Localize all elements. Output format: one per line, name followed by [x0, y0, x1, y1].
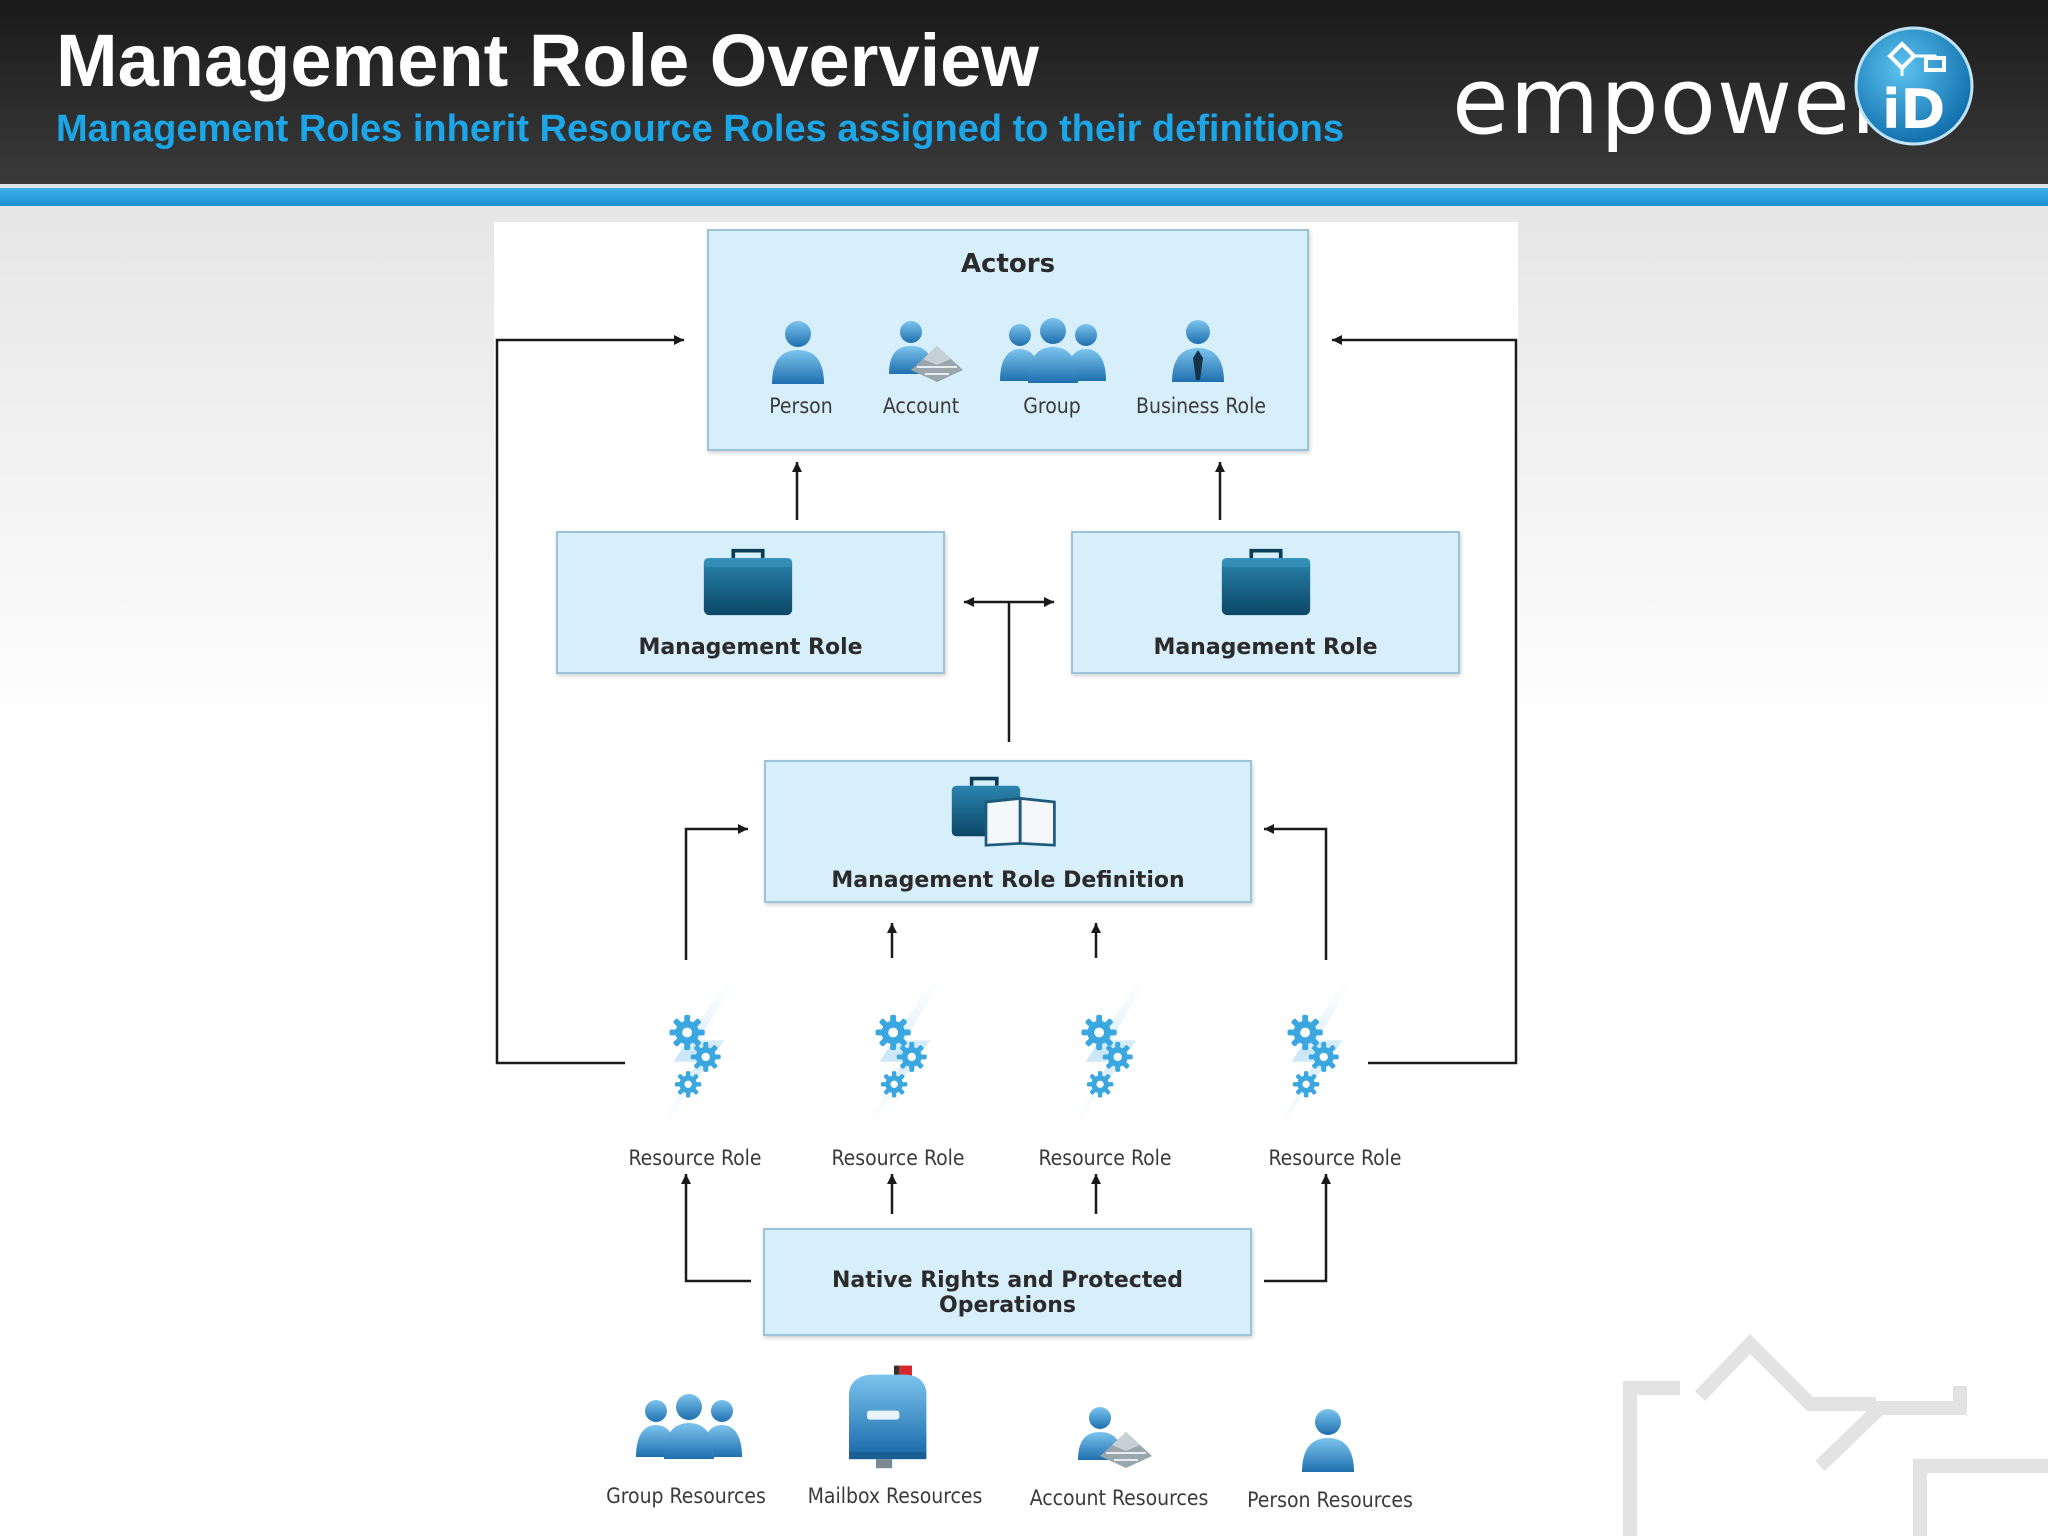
- actor-label-group: Group: [1023, 394, 1081, 418]
- account-icon: [885, 316, 965, 386]
- briefcase-icon: [702, 546, 794, 618]
- page-subtitle: Management Roles inherit Resource Roles …: [56, 108, 1345, 150]
- management-role-label: Management Role: [638, 635, 863, 660]
- native-rights-box: Native Rights and Protected Operations: [763, 1228, 1252, 1336]
- resource-label-mailbox: Mailbox Resources: [807, 1484, 983, 1508]
- logo-badge-text: iD: [1882, 78, 1945, 141]
- gear-lightning-icon: [640, 966, 748, 1142]
- group-resources-icon: [634, 1388, 744, 1460]
- logo-watermark-icon: [1623, 1334, 2048, 1536]
- logo-badge-icon: iD: [1854, 26, 1974, 146]
- resource-role-label: Resource Role: [628, 1146, 762, 1170]
- actors-title: Actors: [960, 249, 1056, 279]
- briefcase-book-icon: [950, 774, 1058, 848]
- actor-label-business-role: Business Role: [1136, 394, 1266, 418]
- header-divider: [0, 184, 2048, 188]
- group-icon: [998, 312, 1108, 384]
- mailbox-icon: [840, 1360, 930, 1472]
- resource-role-label: Resource Role: [1038, 1146, 1172, 1170]
- native-rights-label: Native Rights and Protected Operations: [831, 1268, 1184, 1318]
- slide-header: Management Role Overview Management Role…: [0, 0, 2048, 184]
- gear-lightning-icon: [1052, 966, 1160, 1142]
- actor-label-account: Account: [882, 394, 960, 418]
- page-title: Management Role Overview: [56, 19, 1039, 102]
- definition-label: Management Role Definition: [831, 868, 1185, 893]
- resource-role-label: Resource Role: [831, 1146, 965, 1170]
- person-icon: [768, 316, 828, 386]
- gear-lightning-icon: [1258, 966, 1366, 1142]
- logo-wordmark: empower: [1452, 48, 1890, 155]
- person-resources-icon: [1298, 1404, 1358, 1474]
- resource-label-account: Account Resources: [1029, 1486, 1209, 1510]
- management-role-label: Management Role: [1153, 635, 1378, 660]
- business-role-icon: [1168, 316, 1228, 392]
- resource-role-label: Resource Role: [1268, 1146, 1402, 1170]
- account-resources-icon: [1074, 1402, 1154, 1472]
- header-accent-bar: [0, 188, 2048, 206]
- resource-label-group: Group Resources: [606, 1484, 766, 1508]
- resource-label-person: Person Resources: [1247, 1488, 1413, 1512]
- actor-label-person: Person: [769, 394, 833, 418]
- briefcase-icon: [1220, 546, 1312, 618]
- gear-lightning-icon: [846, 966, 954, 1142]
